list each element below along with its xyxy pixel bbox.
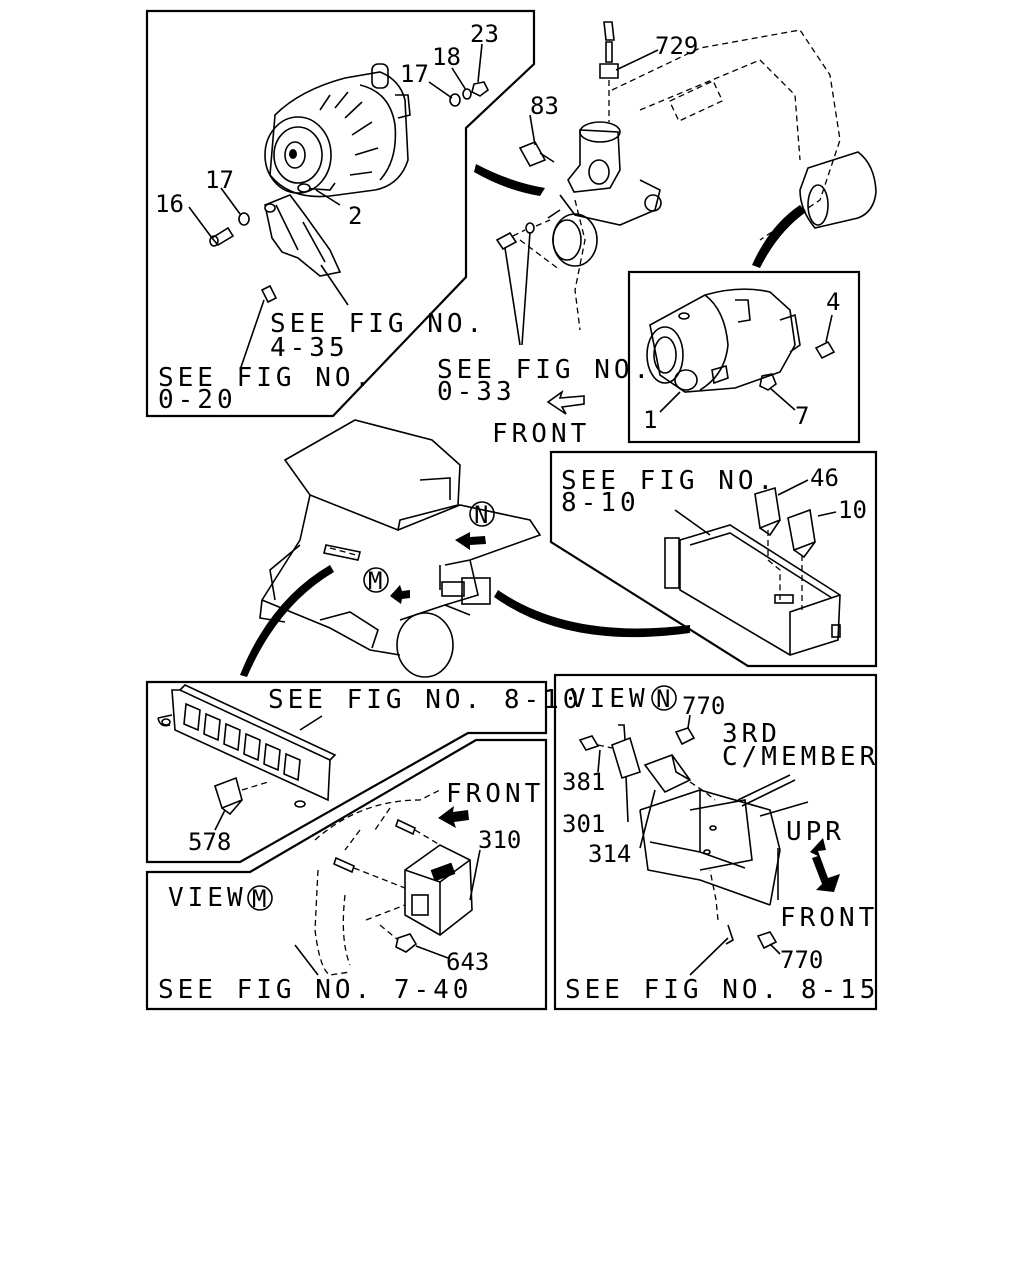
- callout-16: 16: [155, 190, 184, 218]
- callout-770-upper: 770: [682, 692, 725, 720]
- callout-578: 578: [188, 828, 231, 856]
- fender-drawing: [314, 789, 441, 976]
- nut-23: [471, 81, 490, 97]
- bolt-lower: [260, 284, 278, 304]
- view-m-mark-text: M: [252, 885, 266, 913]
- callout-17-lower: 17: [205, 166, 234, 194]
- ref-0-20: 0-20: [158, 385, 237, 415]
- washer-18: [462, 88, 472, 100]
- engine-panel: 729 83 SEE FIG NO. 0-33 FRONT: [437, 21, 841, 449]
- relay-578: [214, 776, 243, 816]
- ref-see-fig-0-33: SEE FIG NO.: [437, 355, 653, 385]
- bolt-4: [814, 340, 836, 360]
- ref-see-fig-8-10-block: SEE FIG NO. 8-10: [268, 685, 582, 715]
- frame-member-drawing: [639, 789, 809, 906]
- ref-see-fig-0-20: SEE FIG NO.: [158, 363, 374, 393]
- member-3rd: 3RD: [722, 719, 781, 749]
- ref-see-fig-7-40: SEE FIG NO. 7-40: [158, 975, 472, 1005]
- callout-310: 310: [478, 826, 521, 854]
- upr-label: UPR: [786, 817, 845, 847]
- solenoid-cylinder: [799, 151, 877, 229]
- view-n-panel: VIEW N 770 381: [553, 673, 879, 1011]
- relay-46: [754, 486, 781, 537]
- relay-box-panel: SEE FIG NO. 8-10 46 10: [549, 450, 878, 668]
- callout-729: 729: [655, 32, 698, 60]
- connector-block-panel: SEE FIG NO. 8-10 578: [145, 680, 582, 864]
- alternator-bracket: [264, 194, 342, 277]
- callout-17-upper: 17: [400, 60, 429, 88]
- front-label-engine: FRONT: [492, 419, 590, 449]
- callout-314: 314: [588, 840, 631, 868]
- callout-10: 10: [838, 496, 867, 524]
- front-arrow-engine: [546, 389, 585, 415]
- view-mark-m-cab-text: M: [368, 567, 382, 595]
- washer-17-upper: [449, 93, 461, 107]
- callout-46: 46: [810, 464, 839, 492]
- starter-panel: 4 1 7: [627, 151, 877, 444]
- starter-motor-drawing: [646, 288, 801, 393]
- ref-see-fig-8-10-box: SEE FIG NO.: [561, 466, 777, 496]
- ref-see-fig-4-35: SEE FIG NO.: [270, 309, 486, 339]
- callout-7: 7: [795, 402, 809, 430]
- relay-10: [787, 508, 816, 559]
- relay-301: [611, 724, 641, 780]
- callout-301: 301: [562, 810, 605, 838]
- engine-drawing: [519, 29, 841, 331]
- callout-381: 381: [562, 768, 605, 796]
- alternator-panel: 23 18 17 17 16 2 SEE FIG NO. 4-35 SEE FI…: [145, 9, 536, 418]
- nut-643: [395, 933, 418, 953]
- nut-770-lower: [756, 931, 778, 950]
- member-c-member: C/MEMBER: [722, 742, 879, 772]
- bolt-381: [578, 735, 600, 751]
- studs: [333, 818, 416, 874]
- upr-front-arrow: [810, 838, 840, 892]
- front-label-view-n: FRONT: [780, 903, 878, 933]
- nut-770-upper: [674, 727, 696, 746]
- view-n-title: VIEW: [570, 684, 649, 714]
- alternator-drawing: [264, 63, 411, 198]
- relay-tray-drawing: [664, 524, 841, 656]
- view-m-mark: [247, 885, 273, 911]
- cab-panel: N M: [240, 419, 690, 678]
- callout-4: 4: [826, 288, 840, 316]
- relay-box-310: [404, 844, 473, 936]
- view-n-mark: [651, 685, 677, 711]
- callout-2: 2: [348, 202, 362, 230]
- callout-770-lower: 770: [780, 946, 823, 974]
- front-label-view-m: FRONT: [446, 779, 544, 809]
- ref-see-fig-8-15: SEE FIG NO. 8-15: [565, 975, 879, 1005]
- view-mark-n-cab-text: N: [474, 501, 488, 529]
- engine-bolts: [495, 219, 551, 251]
- sensor-83: [518, 140, 555, 168]
- front-arrow-view-m: [438, 806, 469, 828]
- washer-17-lower: [238, 212, 250, 226]
- callout-18: 18: [432, 43, 461, 71]
- nut-7: [759, 373, 777, 391]
- view-m-panel: VIEW M FRONT 310 643 SEE FIG NO. 7-4: [145, 738, 548, 1011]
- view-mark-m-cab: [363, 567, 389, 593]
- callout-1: 1: [643, 406, 657, 434]
- callout-83: 83: [530, 92, 559, 120]
- view-mark-n-cab: [469, 501, 495, 527]
- connector-block-drawing: [157, 684, 337, 808]
- view-n-mark-text: N: [656, 685, 670, 713]
- ref-0-33: 0-33: [437, 377, 516, 407]
- ref-4-35: 4-35: [270, 333, 349, 363]
- ref-8-10-box: 8-10: [561, 488, 640, 518]
- cab-drawing: [259, 419, 542, 678]
- callout-23: 23: [470, 20, 499, 48]
- bolt-16: [209, 226, 235, 247]
- relay-314: [643, 754, 692, 794]
- sensor-729: [599, 21, 619, 122]
- view-m-title: VIEW: [168, 883, 247, 913]
- callout-643: 643: [446, 948, 489, 976]
